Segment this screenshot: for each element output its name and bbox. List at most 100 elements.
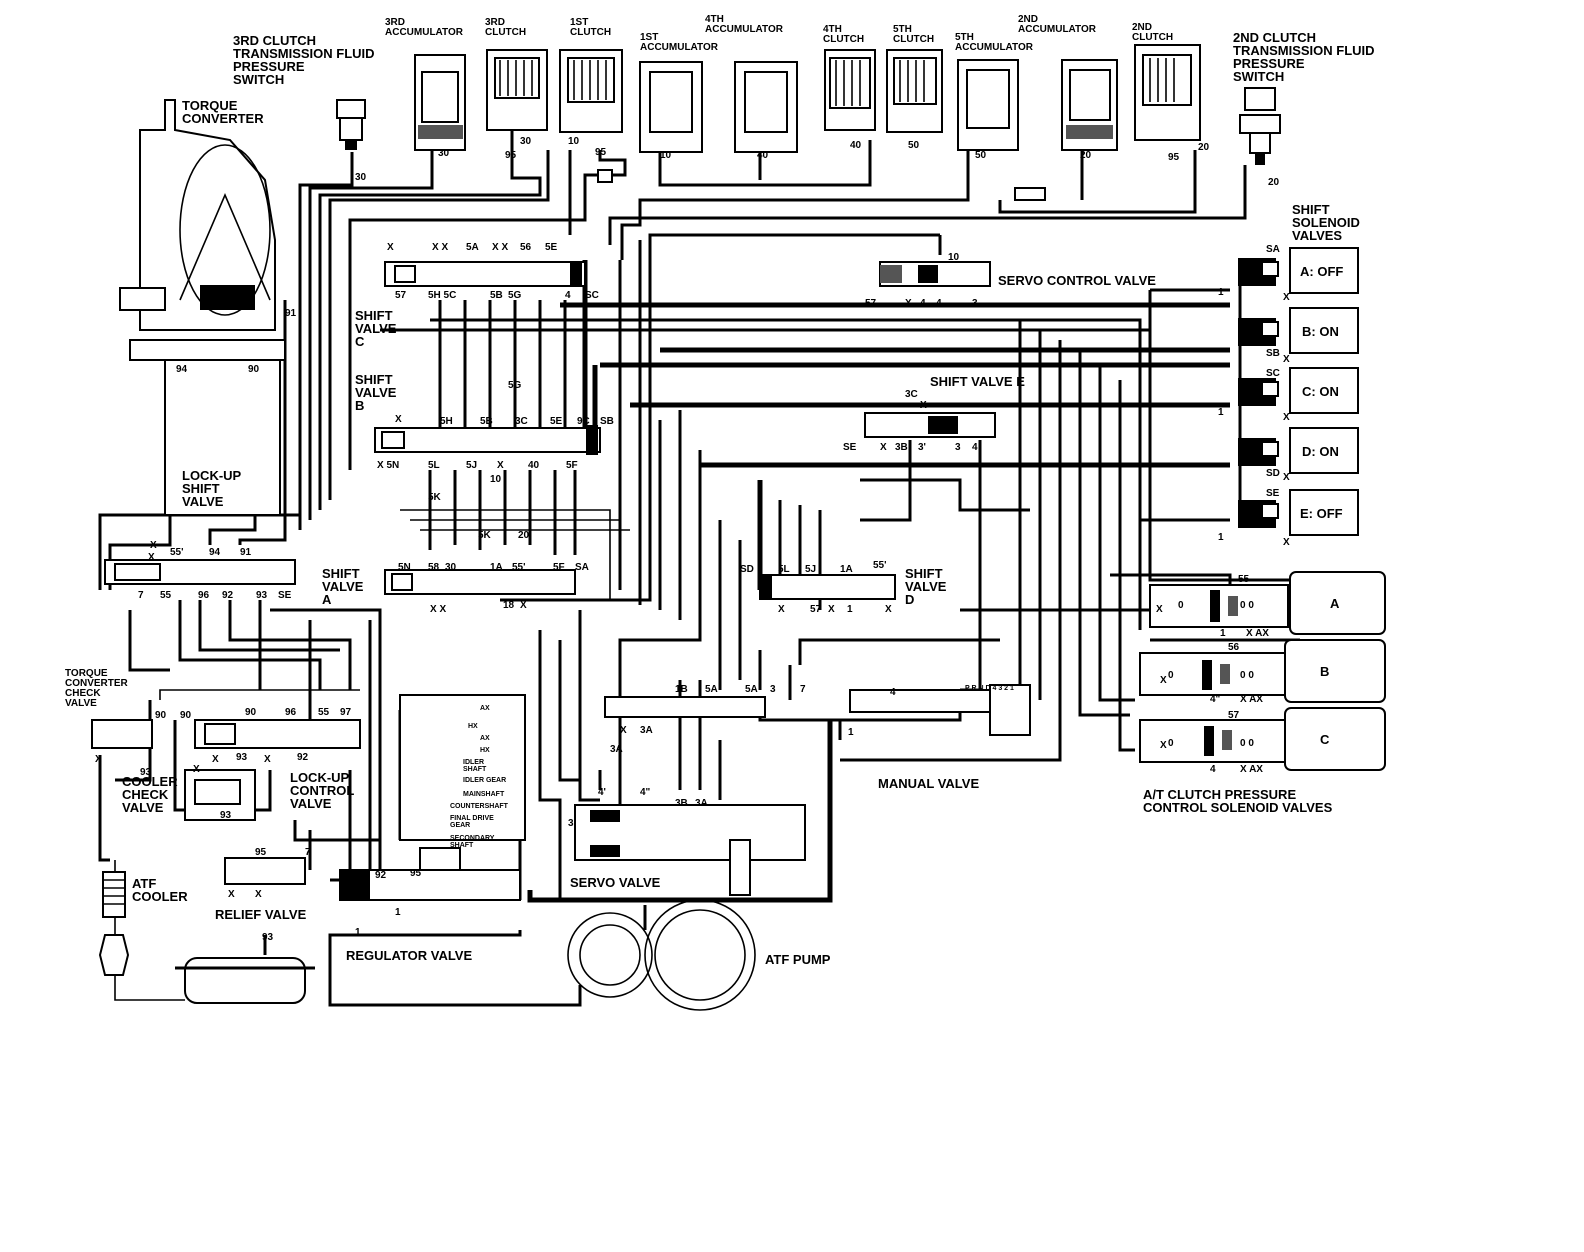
tc-check-valve-icon <box>91 719 153 749</box>
atf-cooler-icon <box>98 871 130 976</box>
svg-text:SE: SE <box>278 590 292 601</box>
svg-text:X: X <box>1283 472 1290 483</box>
svg-text:10: 10 <box>568 136 580 147</box>
svg-text:96: 96 <box>285 707 297 718</box>
svg-text:3': 3' <box>568 818 576 829</box>
fluid-lines <box>98 125 1300 1007</box>
svg-text:X AX: X AX <box>1246 628 1269 639</box>
svg-text:97: 97 <box>340 707 352 718</box>
svg-text:95: 95 <box>410 868 422 879</box>
svg-text:3C: 3C <box>515 416 528 427</box>
shift-valve-b-icon <box>374 425 601 455</box>
svg-text:1: 1 <box>848 727 854 738</box>
svg-text:X: X <box>255 889 262 900</box>
svg-text:X X: X X <box>432 242 448 253</box>
relief-valve-label: RELIEF VALVE <box>215 907 307 922</box>
svg-text:4: 4 <box>1210 764 1216 775</box>
regulator-valve-label: REGULATOR VALVE <box>346 948 472 963</box>
shaft-label: IDLER GEAR <box>463 777 506 784</box>
solenoid-e-port: SE <box>1266 488 1280 499</box>
svg-text:X: X <box>228 889 235 900</box>
svg-text:X: X <box>212 754 219 765</box>
pressure-solenoid-c-icon <box>1139 707 1386 771</box>
pressure-solenoid-a-label: A <box>1330 596 1340 611</box>
svg-text:93: 93 <box>262 932 274 943</box>
svg-text:X: X <box>395 414 402 425</box>
svg-text:X: X <box>778 604 785 615</box>
svg-text:91: 91 <box>240 547 252 558</box>
solenoid-d-port: SD <box>1266 468 1280 479</box>
regulator-valve-icon <box>339 847 521 901</box>
acc5-icon <box>957 59 1019 151</box>
svg-text:4': 4' <box>598 787 606 798</box>
svg-text:1: 1 <box>1218 407 1224 418</box>
svg-text:X AX: X AX <box>1240 764 1263 775</box>
pressure-solenoid-c-port: 57 <box>1228 710 1240 721</box>
shaft-label: HX <box>480 747 490 754</box>
svg-text:55': 55' <box>873 560 887 571</box>
shaft-label: MAINSHAFT <box>463 791 505 798</box>
svg-text:0: 0 <box>1168 738 1174 749</box>
svg-text:5G: 5G <box>508 380 522 391</box>
svg-text:5B: 5B <box>480 416 493 427</box>
check-ball-icon <box>597 169 613 183</box>
svg-text:5A: 5A <box>705 684 718 695</box>
svg-text:18: 18 <box>503 600 515 611</box>
lockup-control-valve-icon <box>194 719 361 749</box>
svg-text:5K: 5K <box>428 492 442 503</box>
svg-text:3A: 3A <box>640 725 653 736</box>
acc1-icon <box>639 61 703 153</box>
svg-text:X: X <box>828 604 835 615</box>
svg-text:1: 1 <box>1220 628 1226 639</box>
svg-text:4: 4 <box>565 290 571 301</box>
svg-text:5F: 5F <box>553 562 565 573</box>
svg-text:X 5N: X 5N <box>377 460 399 471</box>
svg-text:3B: 3B <box>895 442 908 453</box>
svg-text:1: 1 <box>355 927 361 938</box>
svg-text:3A: 3A <box>695 798 708 809</box>
pressure-solenoid-b-icon <box>1139 639 1386 703</box>
solenoid-a-port: SA <box>1266 244 1280 255</box>
svg-text:X: X <box>520 600 527 611</box>
shift-valve-e-icon <box>864 412 996 438</box>
svg-text:4: 4 <box>890 687 896 698</box>
atf-pump-icon <box>567 899 756 1011</box>
svg-text:1A: 1A <box>490 562 503 573</box>
shift-valve-d-icon <box>759 574 896 600</box>
svg-text:5F: 5F <box>566 460 578 471</box>
svg-text:94: 94 <box>176 364 188 375</box>
solenoid-a-state: A: OFF <box>1300 264 1343 279</box>
pressure-solenoid-a-port: 55 <box>1238 574 1250 585</box>
svg-text:X: X <box>1160 740 1167 751</box>
servo-control-label: SERVO CONTROL VALVE <box>998 273 1156 288</box>
svg-text:X: X <box>905 298 912 309</box>
pressure-solenoid-b-label: B <box>1320 664 1329 679</box>
svg-text:X: X <box>148 552 155 563</box>
svg-text:95: 95 <box>505 150 517 161</box>
svg-text:0 0: 0 0 <box>1240 670 1254 681</box>
gear-positions: P R N D 4 3 2 1 <box>965 685 1014 692</box>
check-ball-icon <box>1014 187 1046 201</box>
servo-control-valve-icon <box>879 261 991 287</box>
svg-text:5G: 5G <box>508 290 522 301</box>
svg-text:20: 20 <box>1268 177 1280 188</box>
svg-text:94: 94 <box>209 547 221 558</box>
svg-text:95: 95 <box>595 147 607 158</box>
cl3-icon <box>486 49 548 131</box>
svg-text:3B: 3B <box>675 798 688 809</box>
svg-text:9C: 9C <box>577 416 590 427</box>
acc4-icon <box>734 61 798 153</box>
shift-valve-c-icon <box>384 261 586 287</box>
